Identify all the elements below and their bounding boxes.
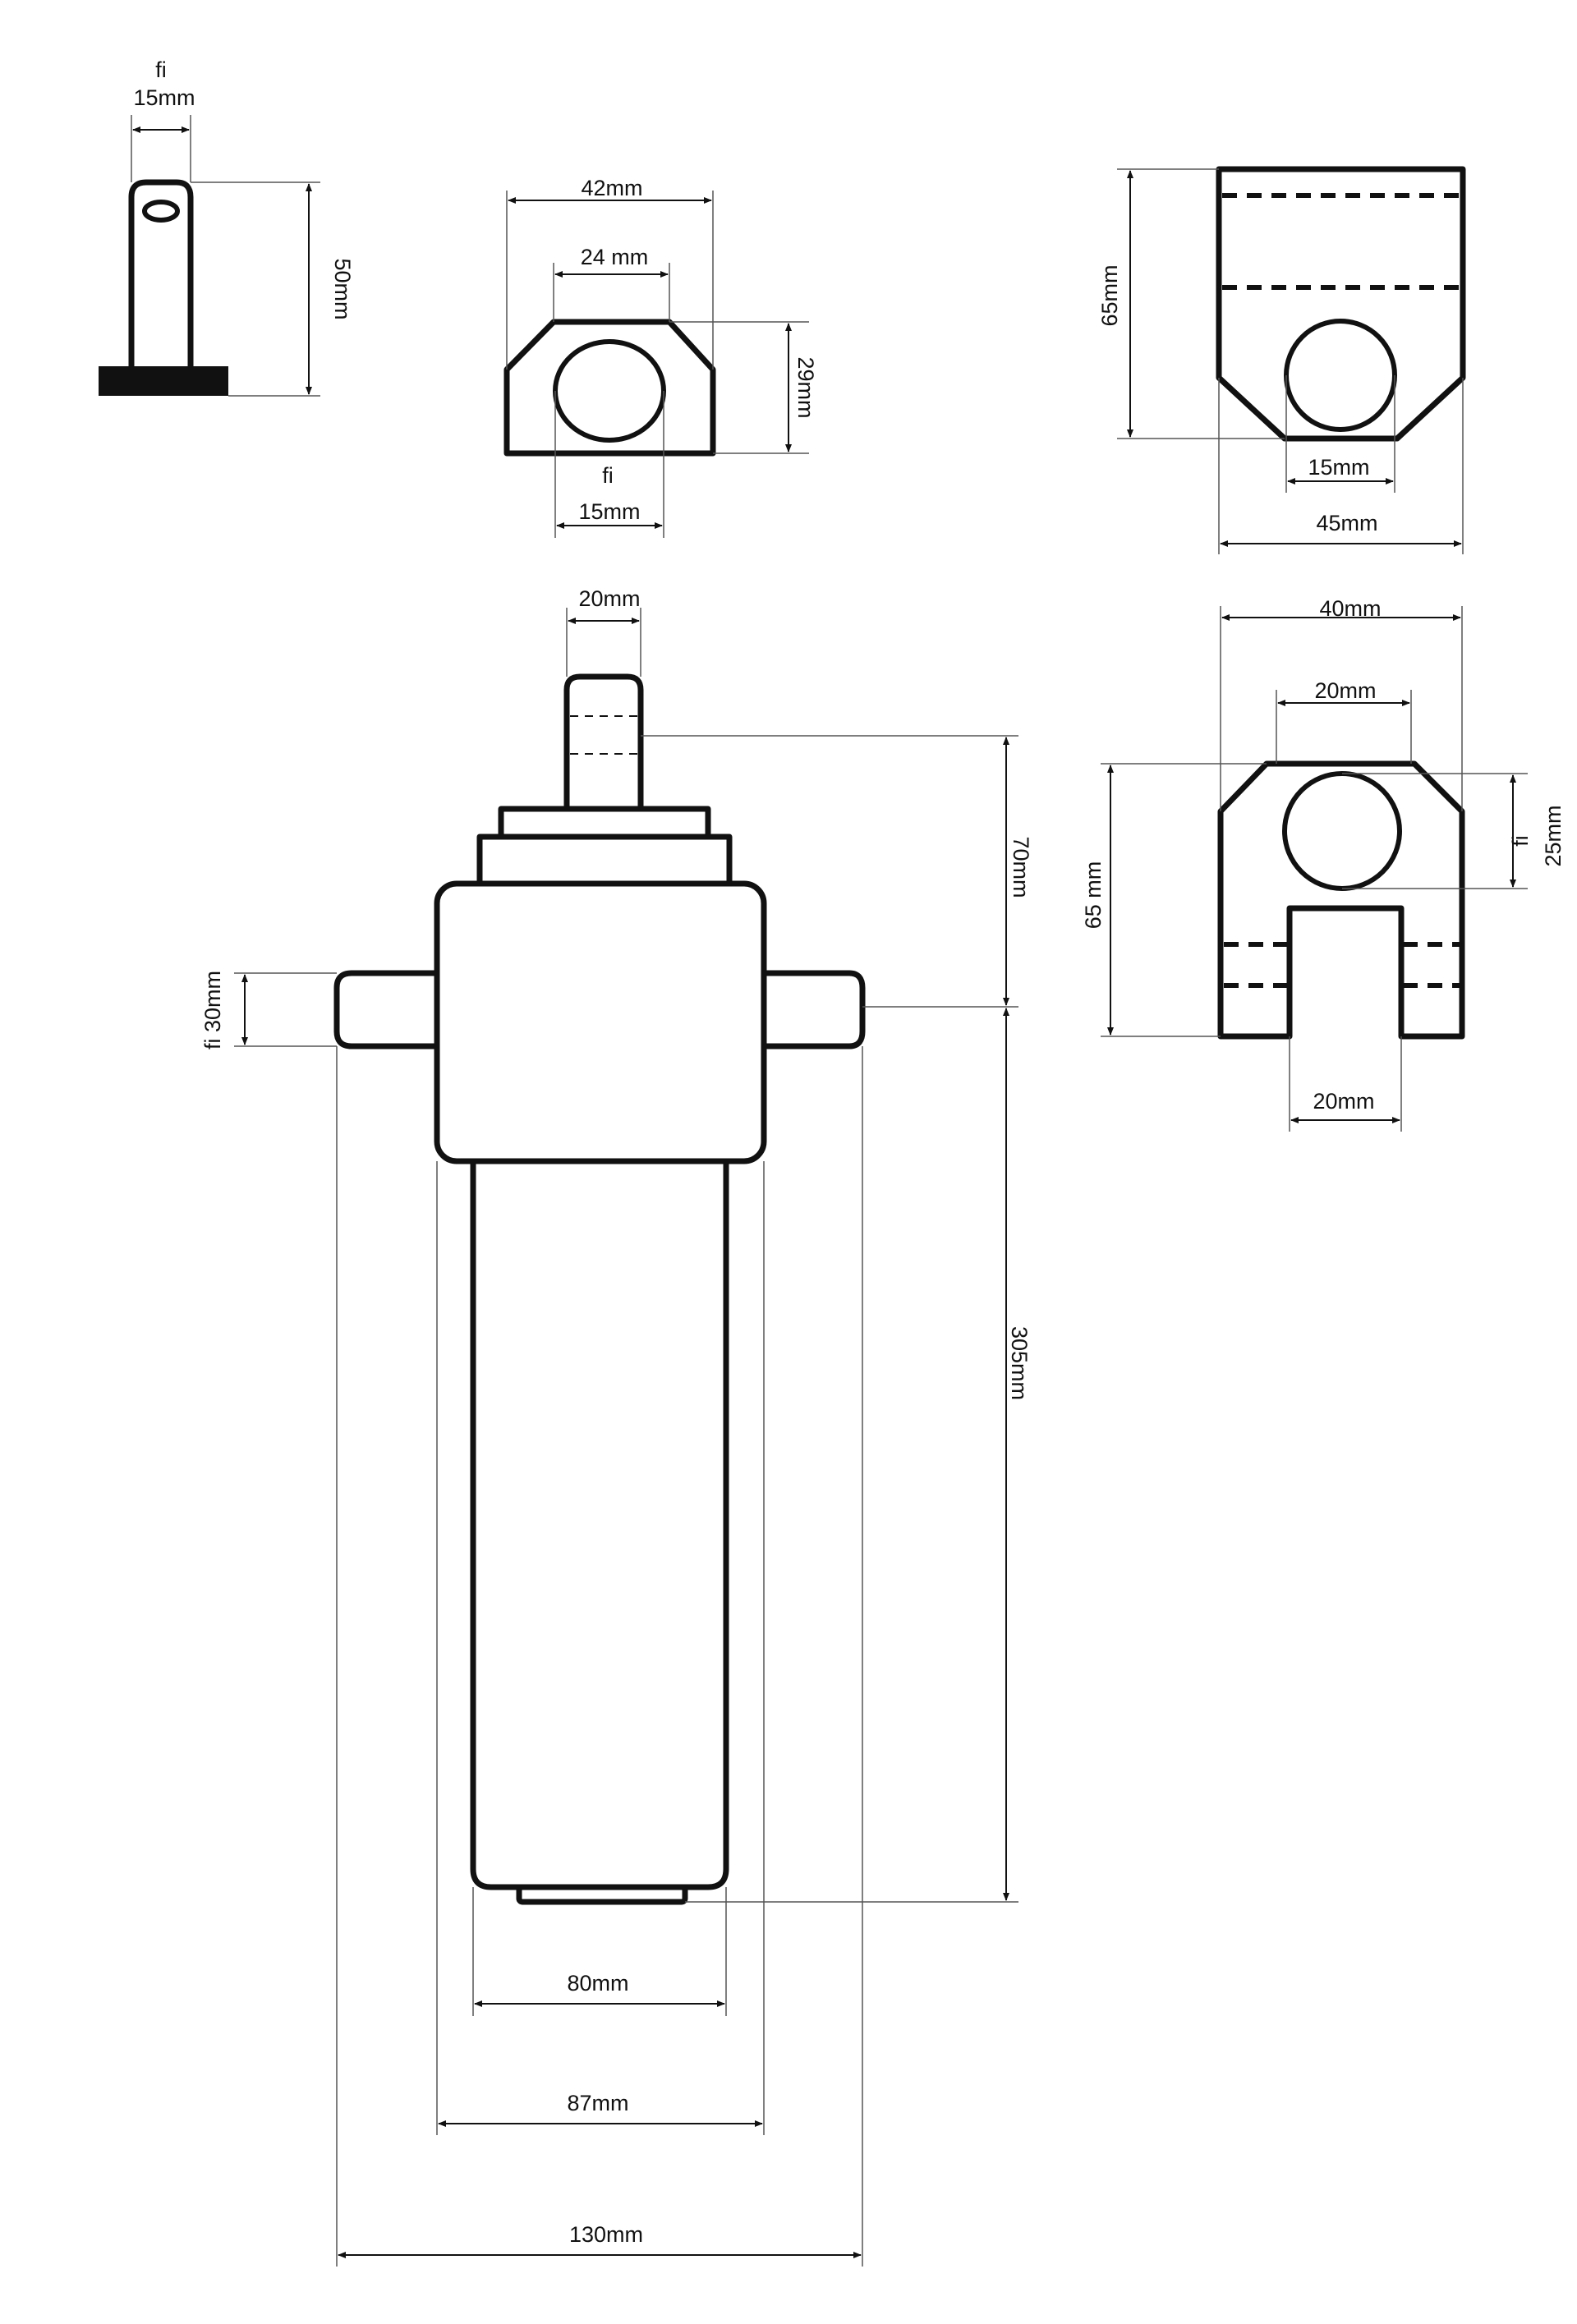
right-hole-label: 15mm bbox=[1308, 455, 1369, 480]
pin-shaft bbox=[128, 179, 194, 366]
pin-base bbox=[99, 366, 228, 396]
clevis-slot-label: 20mm bbox=[1313, 1089, 1374, 1114]
cylinder-collar bbox=[498, 806, 711, 840]
body-length-label: 305mm bbox=[1007, 1326, 1032, 1400]
pin-fi-label: fi bbox=[155, 57, 167, 82]
right-width-label: 45mm bbox=[1316, 511, 1377, 535]
clevis-fi-label: fi bbox=[1508, 835, 1533, 847]
mid-width-label: 42mm bbox=[581, 176, 642, 200]
clevis-body bbox=[1217, 760, 1465, 1040]
pin-drawing: fi 15mm 50mm bbox=[99, 57, 355, 397]
clevis-hole bbox=[1282, 771, 1402, 891]
clevis-width-label: 40mm bbox=[1319, 596, 1381, 621]
cylinder-collar bbox=[476, 834, 733, 887]
cylinder-drawing: 20mm fi 30mm 70mm 305mm 80mm 87mm 130mm bbox=[200, 586, 1033, 2267]
clevis-height-label: 65 mm bbox=[1081, 861, 1106, 930]
tube-label: 80mm bbox=[567, 1971, 628, 1996]
right-block-hole bbox=[1284, 319, 1397, 432]
mid-inner-label: 24 mm bbox=[581, 245, 649, 269]
cylinder-head bbox=[434, 880, 767, 1164]
overall-label: 130mm bbox=[569, 2222, 643, 2247]
clevis-drawing: 40mm 20mm fi 25mm 65 mm 20mm bbox=[1081, 596, 1566, 1132]
clevis-inner-label: 20mm bbox=[1314, 678, 1376, 703]
head-label: 87mm bbox=[567, 2091, 628, 2115]
right-height-label: 65mm bbox=[1097, 264, 1122, 326]
mid-block-drawing: 42mm 24 mm 29mm fi 15mm bbox=[503, 176, 818, 538]
right-block-drawing: 65mm 15mm 45mm bbox=[1097, 166, 1466, 554]
rod-label: 20mm bbox=[578, 586, 640, 611]
pin-dia-label: 15mm bbox=[133, 85, 195, 110]
mid-hole-label: 15mm bbox=[578, 499, 640, 524]
top-length-label: 70mm bbox=[1009, 836, 1033, 898]
cylinder-cap bbox=[516, 1884, 688, 1905]
cylinder-tube bbox=[470, 1161, 729, 1890]
trunnion-label: fi 30mm bbox=[200, 971, 225, 1049]
mid-height-label: 29mm bbox=[793, 356, 818, 418]
mid-fi-label: fi bbox=[602, 463, 614, 488]
mid-block-hole bbox=[553, 339, 666, 443]
trunnion-left bbox=[333, 970, 437, 1049]
trunnion-right bbox=[764, 970, 866, 1049]
pin-height-label: 50mm bbox=[330, 258, 355, 319]
cylinder-rod bbox=[563, 673, 644, 809]
right-block-body bbox=[1216, 166, 1466, 442]
pin-hole bbox=[142, 200, 180, 223]
clevis-dia-label: 25mm bbox=[1541, 805, 1566, 866]
